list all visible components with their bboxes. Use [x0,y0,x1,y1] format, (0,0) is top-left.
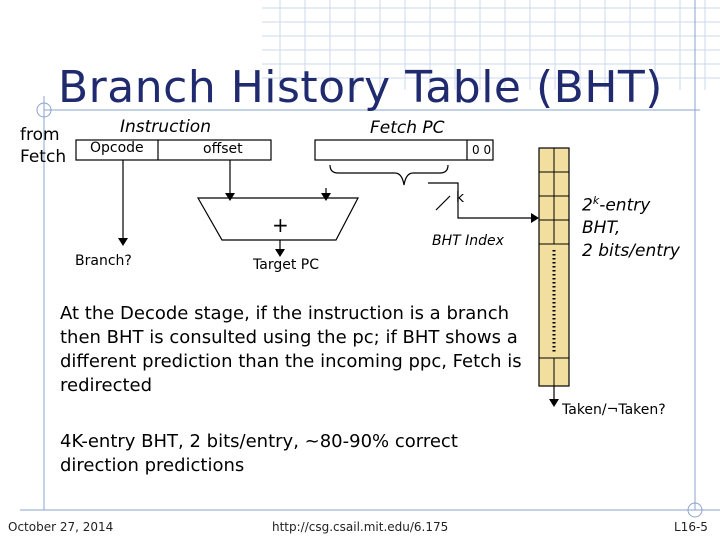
footer-slide-number: L16-5 [674,520,708,534]
slide-title: Branch History Table (BHT) [58,62,663,113]
adder-unit [196,197,359,241]
branch-arrow-icon [118,238,128,246]
background-grid [262,0,720,90]
offset-arrow-icon [225,193,235,201]
corner-circle-icon [687,502,703,518]
bht-index-label: BHT Index [432,233,504,249]
target-pc-label: Target PC [253,257,319,273]
footer-date: October 27, 2014 [8,520,114,534]
bht-size-line1: 2k-entry [582,194,651,216]
bht-size-line2: BHT, [582,218,621,238]
pc-zero-bits: 0 0 [472,143,492,157]
offset-label: offset [203,141,243,157]
instruction-label: Instruction [120,117,211,137]
index-arrow-icon [531,213,539,223]
bus-width-label: k [456,190,465,206]
branch-label: Branch? [75,253,132,269]
opcode-label: Opcode [90,140,144,156]
accuracy-note: 4K-entry BHT, 2 bits/entry, ~80-90% corr… [60,431,458,476]
fetch-pc-register [314,139,494,161]
pc-bits-brace [329,164,449,186]
bus-width-slash [435,195,451,211]
instruction-register [75,139,272,161]
target-arrow-icon [275,249,285,257]
from-fetch-line1: from [20,125,60,145]
fetch-pc-label: Fetch PC [370,118,445,138]
corner-circle-icon [36,102,52,118]
footer-url[interactable]: http://csg.csail.mit.edu/6.175 [272,520,449,534]
from-fetch-line2: Fetch [20,147,67,167]
pc-arrow-icon [321,193,331,201]
taken-arrow-icon [549,399,559,407]
adder-plus-label: + [272,213,289,237]
bht-size-line3: 2 bits/entry [582,241,680,261]
taken-label: Taken/¬Taken? [562,402,666,418]
bht-index-wire [428,182,532,219]
decode-explanation: At the Decode stage, if the instruction … [60,303,522,396]
